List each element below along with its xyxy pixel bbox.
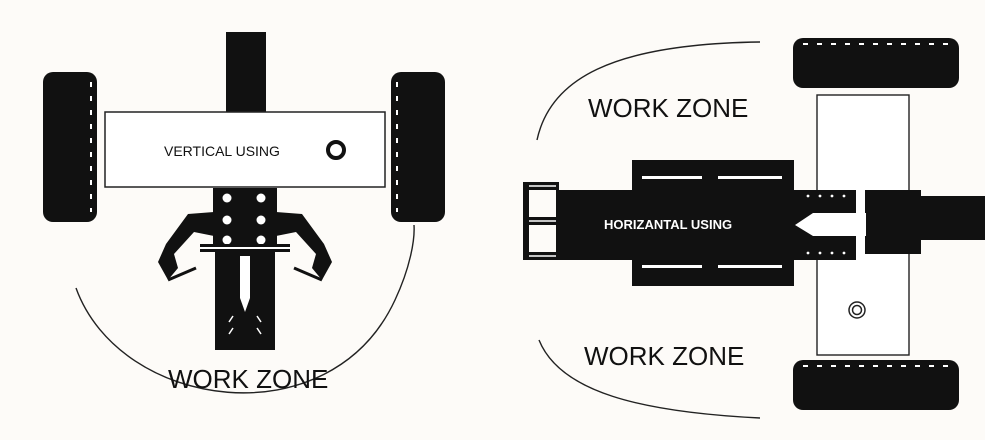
control-knob-right (848, 301, 866, 319)
work-zone-arc-left (75, 224, 415, 394)
wedge-blade (240, 256, 250, 312)
work-zone-label-left: WORK ZONE (168, 364, 328, 394)
right-wheel (391, 72, 445, 222)
control-knob (326, 140, 346, 160)
frame-bar (104, 111, 386, 188)
right-clamp-arm (276, 212, 332, 280)
vertical-diagram: VERTICAL USING WORK ZONE (43, 32, 445, 394)
horizontal-diagram: HORIZANTAL USING WORK ZONE WORK ZONE (523, 38, 985, 419)
upper-rail (632, 160, 794, 194)
work-zone-label-top: WORK ZONE (588, 93, 748, 123)
left-wheel (43, 72, 97, 222)
work-zone-arc-bottom (538, 339, 761, 419)
drive-block (865, 190, 921, 254)
splitter-column (213, 188, 277, 248)
top-post (226, 32, 266, 112)
left-clamp-arm (158, 212, 214, 280)
fork-clamp (523, 182, 559, 260)
dotted-guide (806, 194, 846, 255)
horizantal-using-label: HORIZANTAL USING (604, 217, 732, 232)
mount-holes (222, 193, 266, 245)
work-zone-arc-top (536, 41, 761, 141)
vertical-using-label: VERTICAL USING (164, 143, 280, 159)
wedge-blade-right (795, 213, 866, 236)
top-wheel (793, 38, 959, 88)
bottom-wheel (793, 360, 959, 410)
drive-shaft (918, 196, 985, 240)
work-zone-label-bottom: WORK ZONE (584, 341, 744, 371)
